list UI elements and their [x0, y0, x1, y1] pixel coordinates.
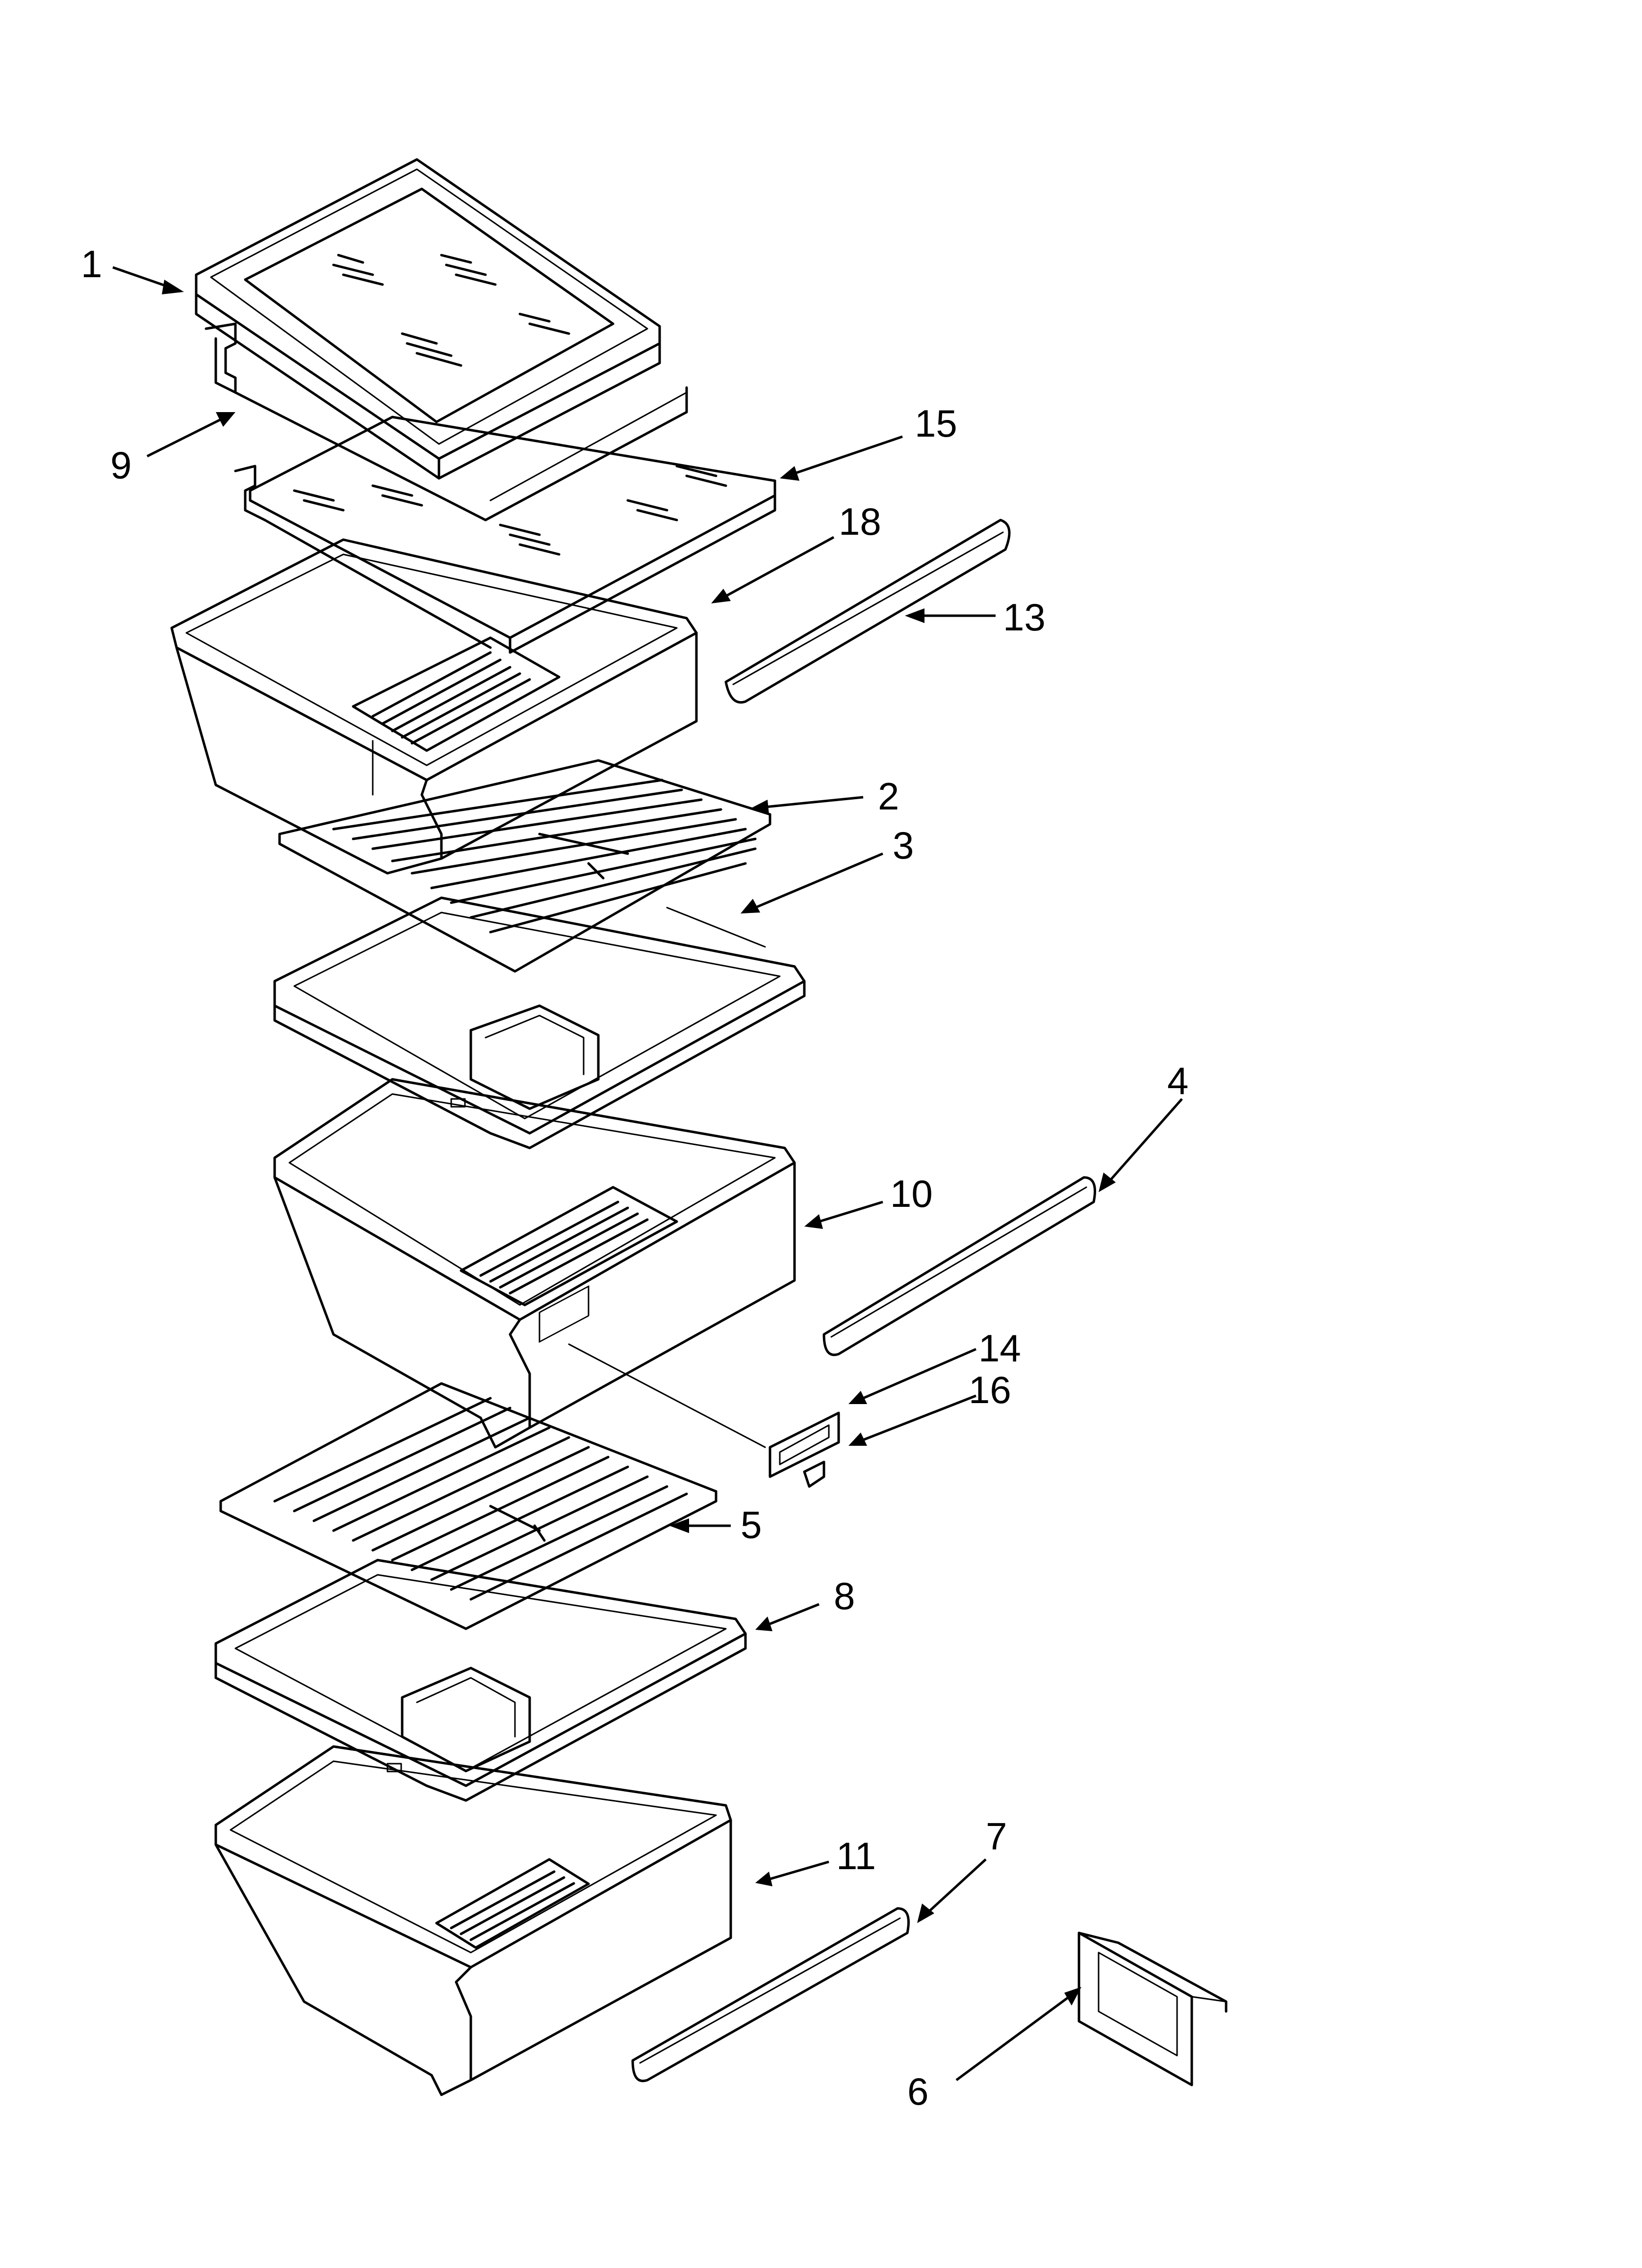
humidity-control-clip — [803, 1460, 825, 1488]
callout-15: 15 — [915, 402, 957, 445]
shelf-glass-lower — [234, 416, 776, 654]
callout-4: 4 — [1167, 1059, 1188, 1102]
shelf-frame — [205, 322, 688, 521]
callout-labels: 1 9 15 18 13 2 3 4 10 14 16 5 8 11 7 6 — [81, 242, 1188, 2113]
callout-7: 7 — [986, 1815, 1007, 1858]
humidity-control-slide — [769, 1411, 840, 1478]
crisper-cover-glass-upper — [278, 759, 771, 973]
callout-1: 1 — [81, 242, 102, 286]
callout-16: 16 — [969, 1368, 1011, 1411]
callout-2: 2 — [878, 775, 899, 818]
pan-slide-rail-middle — [822, 1176, 1096, 1356]
crisper-pan-middle — [273, 1078, 796, 1449]
callout-18: 18 — [839, 500, 881, 543]
pan-slide-rail-upper — [724, 519, 1011, 704]
shelf-glass-top — [195, 158, 661, 480]
callout-13: 13 — [1003, 596, 1046, 639]
callout-11: 11 — [836, 1834, 876, 1877]
label-holder — [1078, 1931, 1228, 2086]
crisper-cover-glass-lower — [219, 1382, 718, 1630]
crisper-cover-frame-lower — [214, 1559, 747, 1802]
callout-5: 5 — [741, 1503, 762, 1546]
callout-10: 10 — [890, 1172, 933, 1215]
callout-14: 14 — [978, 1327, 1021, 1370]
callout-6: 6 — [907, 2070, 928, 2113]
leader-lines — [112, 266, 1183, 2082]
callout-8: 8 — [834, 1574, 855, 1617]
pan-upper — [170, 538, 698, 875]
callout-9: 9 — [110, 443, 131, 487]
crisper-pan-lower — [214, 1745, 732, 2096]
pan-slide-rail-lower — [631, 1907, 910, 2082]
callout-3: 3 — [893, 824, 914, 867]
crisper-cover-frame-upper — [273, 896, 806, 1149]
